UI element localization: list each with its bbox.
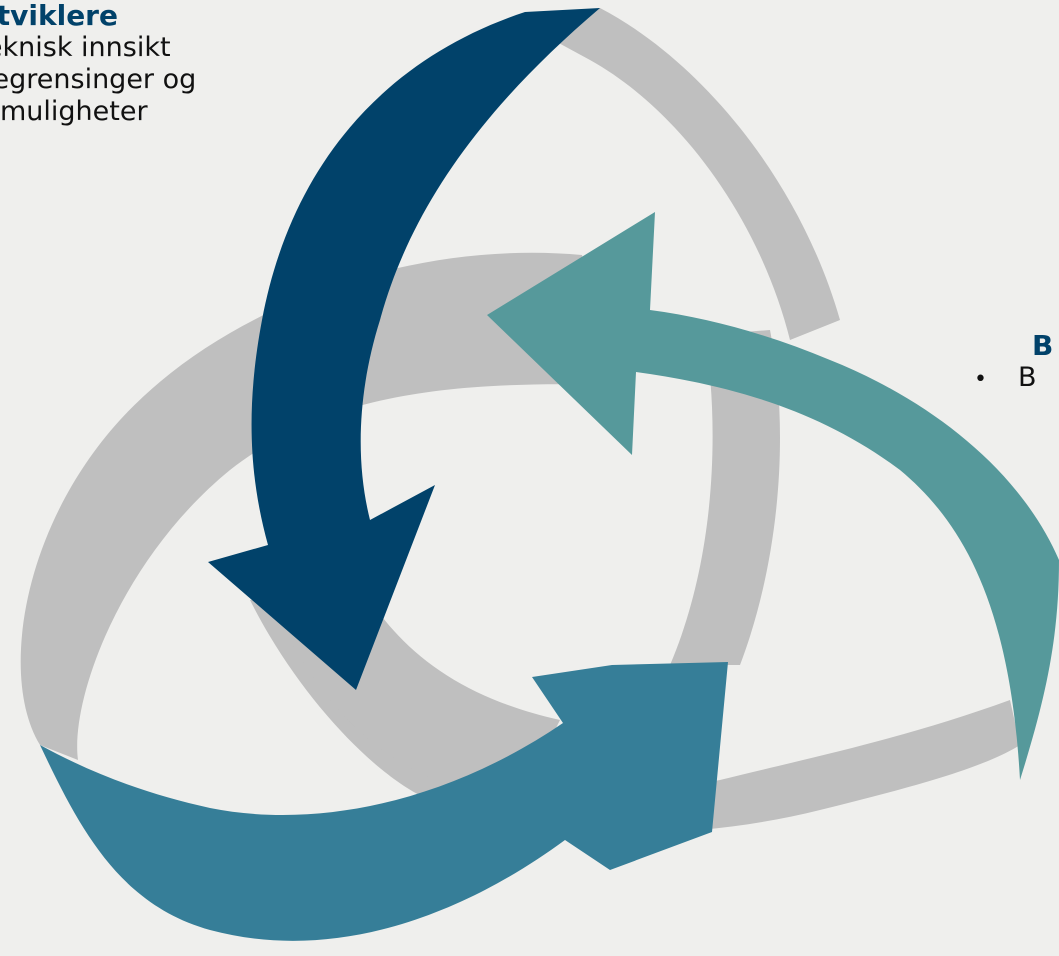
teal-arrow	[487, 212, 1059, 780]
developers-line-3: muligheter	[0, 96, 148, 127]
developers-text: Utviklere Teknisk innsikt Begrensinger o…	[0, 0, 196, 128]
developers-heading: Utviklere	[0, 0, 118, 32]
developers-line-1: Teknisk innsikt	[0, 32, 171, 63]
navy-arrow	[208, 8, 600, 690]
right-group-heading: B	[1032, 329, 1054, 362]
gray-ribbon-top-loop	[520, 8, 840, 340]
gray-ribbon-left-loop	[20, 252, 611, 760]
right-group-bullet-item: •B	[974, 362, 1037, 396]
right-group-bullet-text: B	[1018, 362, 1037, 393]
steel-arrow	[40, 662, 728, 941]
right-group-text: B •B	[974, 329, 1059, 396]
bullet-icon: •	[974, 367, 987, 392]
gray-ribbon-right-band	[670, 330, 780, 665]
developers-line-2: Begrensinger og	[0, 64, 197, 95]
